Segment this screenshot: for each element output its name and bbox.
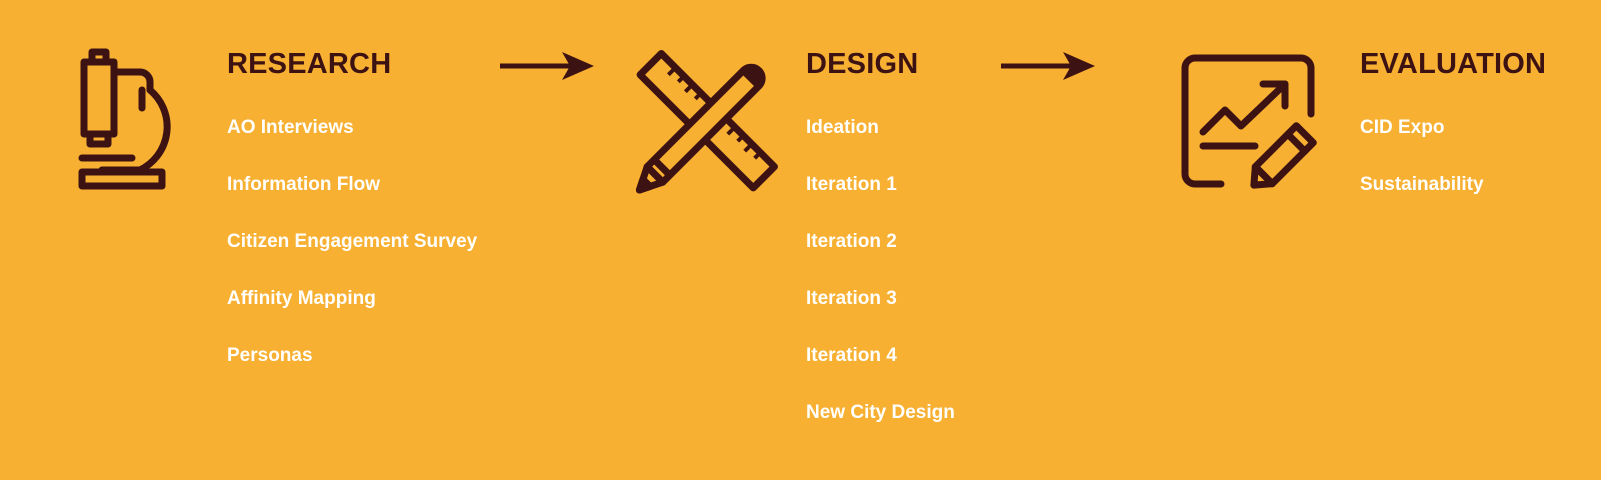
arrow-icon — [500, 50, 596, 82]
list-item: Iteration 1 — [806, 174, 897, 195]
list-item: Personas — [227, 345, 313, 366]
list-item: Information Flow — [227, 174, 381, 195]
stage-title-research: RESEARCH — [227, 48, 392, 80]
stage-title-evaluation: EVALUATION — [1360, 48, 1547, 80]
list-item: AO Interviews — [227, 117, 354, 138]
evaluation-items: CID Expo Sustainability — [1360, 117, 1484, 231]
list-item: Affinity Mapping — [227, 288, 376, 309]
list-item: Iteration 3 — [806, 288, 897, 309]
stage-title-design: DESIGN — [806, 48, 919, 80]
list-item: Iteration 2 — [806, 231, 897, 252]
pencil-ruler-icon — [635, 50, 786, 194]
chart-edit-icon — [1181, 54, 1321, 194]
list-item: Ideation — [806, 117, 879, 138]
arrow-icon — [1001, 50, 1097, 82]
research-items: AO Interviews Information Flow Citizen E… — [227, 117, 477, 402]
list-item: CID Expo — [1360, 117, 1445, 138]
microscope-icon — [72, 48, 192, 196]
design-items: Ideation Iteration 1 Iteration 2 Iterati… — [806, 117, 955, 459]
list-item: New City Design — [806, 402, 955, 423]
list-item: Iteration 4 — [806, 345, 897, 366]
list-item: Sustainability — [1360, 174, 1484, 195]
list-item: Citizen Engagement Survey — [227, 231, 478, 252]
